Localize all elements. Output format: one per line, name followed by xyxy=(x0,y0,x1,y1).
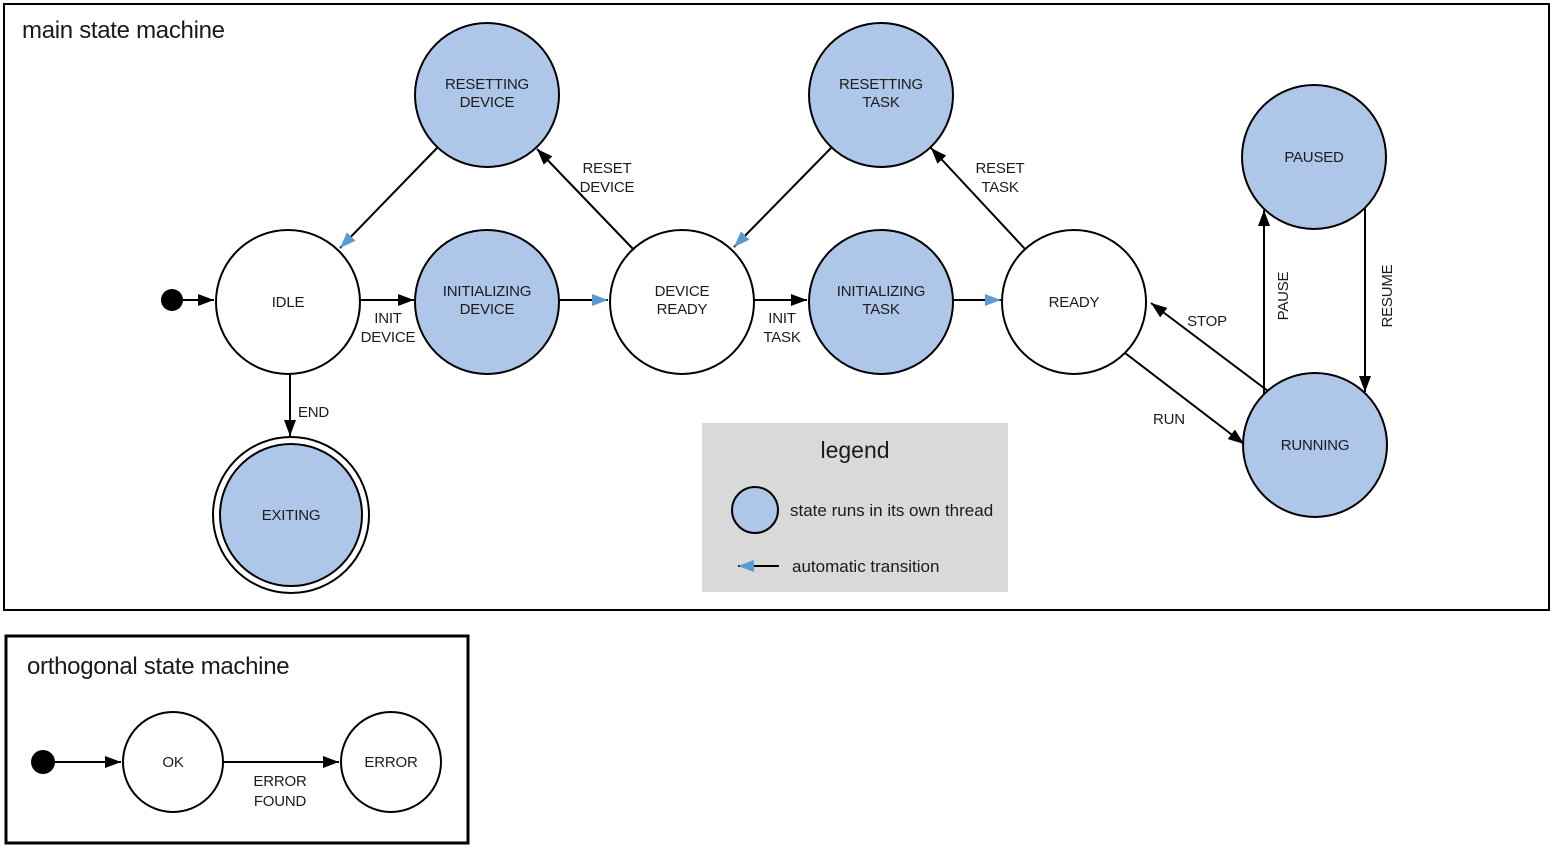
legend-auto-transition-label: automatic transition xyxy=(792,557,939,576)
transition-error-found-label-line1: ERROR xyxy=(253,773,307,790)
transition-stop-label: STOP xyxy=(1187,313,1227,330)
state-resetting-task-label-line2: TASK xyxy=(862,94,899,111)
initial-state-dot xyxy=(161,289,183,311)
transition-reset-task-label-line2: TASK xyxy=(981,179,1018,196)
transition-end-label: END xyxy=(298,404,329,421)
state-ok-label: OK xyxy=(162,754,183,771)
state-initializing-task-label-line1: INITIALIZING xyxy=(837,283,925,300)
state-initializing-device-label-line1: INITIALIZING xyxy=(443,283,531,300)
state-idle xyxy=(215,229,361,375)
transition-error-found-label-line2: FOUND xyxy=(254,793,307,810)
state-initializing-device-label-line2: DEVICE xyxy=(460,301,515,318)
orthogonal-state-machine-group: orthogonal state machine OK ERROR FOUND … xyxy=(4,634,470,845)
legend-thread-state-label: state runs in its own thread xyxy=(790,501,993,520)
transition-ready-to-running xyxy=(1124,352,1245,445)
state-idle-label: IDLE xyxy=(272,294,305,311)
state-paused-label: PAUSED xyxy=(1284,149,1344,166)
state-error-label: ERROR xyxy=(364,754,418,771)
auto-transition-resetting-task-to-device-ready xyxy=(733,147,832,248)
orthogonal-initial-state-dot xyxy=(31,750,55,774)
transition-reset-device-label-line1: RESET xyxy=(582,160,631,177)
orthogonal-machine-title: orthogonal state machine xyxy=(27,653,289,680)
transition-run-label: RUN xyxy=(1153,411,1185,428)
transition-device-ready-to-resetting-device xyxy=(536,148,635,251)
state-running xyxy=(1242,372,1388,518)
state-initializing-task xyxy=(808,229,954,375)
state-running-label: RUNNING xyxy=(1281,437,1350,454)
legend-thread-state-icon xyxy=(731,486,779,534)
state-paused xyxy=(1241,84,1387,230)
legend-title: legend xyxy=(820,437,889,463)
state-resetting-device-label-line2: DEVICE xyxy=(460,94,515,111)
auto-transition-resetting-device-to-idle xyxy=(339,147,438,249)
state-device-ready-label-line1: DEVICE xyxy=(655,283,710,300)
state-resetting-device-label-line1: RESETTING xyxy=(445,76,529,93)
transition-ready-to-resetting-task xyxy=(930,147,1026,250)
legend-group: legend state runs in its own thread auto… xyxy=(702,423,1008,592)
transition-resume-label: RESUME xyxy=(1379,264,1396,327)
state-initializing-device xyxy=(414,229,560,375)
state-device-ready xyxy=(609,229,755,375)
transition-init-device-label-line1: INIT xyxy=(374,310,402,327)
transition-init-device-label-line2: DEVICE xyxy=(361,329,416,346)
state-resetting-device xyxy=(414,22,560,168)
transition-pause-label: PAUSE xyxy=(1275,271,1292,320)
state-device-ready-label-line2: READY xyxy=(657,301,708,318)
state-ready xyxy=(1001,229,1147,375)
state-exiting-label: EXITING xyxy=(262,507,321,524)
transition-init-task-label-line1: INIT xyxy=(768,310,796,327)
transition-reset-task-label-line1: RESET xyxy=(975,160,1024,177)
transition-reset-device-label-line2: DEVICE xyxy=(580,179,635,196)
state-initializing-task-label-line2: TASK xyxy=(862,301,899,318)
state-resetting-task-label-line1: RESETTING xyxy=(839,76,923,93)
transition-init-task-label-line2: TASK xyxy=(763,329,800,346)
transition-running-to-ready xyxy=(1150,302,1269,392)
state-error xyxy=(340,711,442,813)
state-resetting-task xyxy=(808,22,954,168)
state-exiting xyxy=(219,443,363,587)
main-machine-title: main state machine xyxy=(22,17,225,44)
state-ready-label: READY xyxy=(1049,294,1100,311)
